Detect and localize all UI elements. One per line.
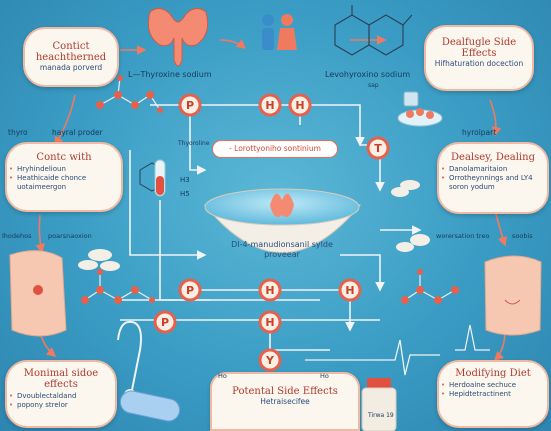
node-h-6: H (338, 278, 362, 302)
pill-bottle-icon (361, 378, 397, 431)
card-title: Potental Side Effects (232, 386, 338, 397)
molecule-left-lower (81, 269, 155, 304)
card-title: Dealsey, Dealing (451, 152, 535, 163)
card-item: Hepidtetractinent (441, 390, 547, 399)
card-title: Contc with (36, 152, 92, 163)
card-subtitle: Hifhaturation docection (434, 59, 524, 68)
card-title: Contict heachtherned (35, 41, 107, 63)
card-item: Orrotheynnings and LY4 soron yodum (441, 174, 547, 192)
card-mid-left: Contc with Hryhindelioun Heathicaide cho… (5, 142, 123, 212)
card-item: Hryhindelioun (9, 165, 121, 174)
label-chem-h3: H3 (180, 176, 190, 184)
label-chem-h5: H5 (180, 190, 190, 198)
label-left-axis2: poarsnaoxion (48, 232, 92, 240)
node-h-5: H (258, 278, 282, 302)
card-subtitle: manada porverd (39, 63, 103, 72)
ecg-peak (455, 324, 490, 351)
node-p-4: P (178, 278, 202, 302)
card-title: Modifying Diet (455, 368, 531, 379)
node-h-2: H (288, 93, 312, 117)
node-letter: H (265, 99, 274, 112)
stethoscope-icon (117, 320, 142, 401)
tablet-bowl-icon (397, 91, 443, 127)
node-letter: H (345, 284, 354, 297)
card-item: Danolamaritaion (441, 165, 547, 174)
node-h-1: H (258, 93, 282, 117)
torso-right-icon (484, 255, 542, 336)
card-top-right: Dealfugle Side Effects Hifhaturation doc… (424, 25, 534, 91)
tablets-icon (78, 180, 430, 271)
card-top-left: Contict heachtherned manada porverd (23, 27, 119, 87)
node-p-7: P (153, 310, 177, 334)
molecule-left (96, 75, 163, 113)
label-hyrolpart: hyrolpart (462, 128, 497, 137)
label-right-axis2: soobis (512, 232, 533, 240)
card-title: Dealfugle Side Effects (441, 37, 517, 59)
card-title: Monimal sidoe effects (23, 368, 99, 390)
node-letter: T (374, 142, 382, 155)
label-bottle: Tirwa 19 (368, 412, 394, 419)
node-letter: Y (265, 354, 275, 367)
node-t-3: T (366, 136, 390, 160)
capsule-icon (119, 390, 181, 422)
label-levothyroxine: Levohyroxino sodium (325, 70, 411, 79)
people-icon (262, 14, 297, 50)
water-bowl-icon (203, 188, 362, 253)
label-mid-small: Thyoroline (178, 140, 210, 147)
node-p-0: P (178, 93, 202, 117)
card-subtitle: Hetraisecifee (260, 397, 310, 406)
card-bottom-center: Potental Side Effects Hetraisecifee (210, 372, 360, 431)
card-item: popony strelor (9, 401, 115, 410)
card-item: Herdoaine sechuce (441, 381, 547, 390)
label-hayral: hayral proder (52, 128, 103, 137)
node-letter: H (265, 316, 274, 329)
node-letter: P (186, 284, 194, 297)
card-item: Heathicaide chonce uotaimeergon (9, 174, 121, 192)
card-item: Dvoublectaldand (9, 392, 115, 401)
card-bottom-right: Modifying Diet Herdoaine sechuce Hepidte… (437, 360, 549, 428)
label-chem-right: Ho (320, 372, 329, 380)
ecg-line (305, 339, 440, 376)
test-tube-icon (154, 159, 166, 197)
bowl-caption: DI-4-manudionsanil sylde proveear (231, 240, 333, 259)
compound-label: - Lorottyoniho sontinium (212, 140, 338, 158)
label-sap: sap (368, 82, 379, 89)
molecule-top-right (334, 5, 413, 56)
node-y-9: Y (258, 348, 282, 372)
thyroid-gland-icon (147, 8, 209, 67)
node-letter: H (295, 99, 304, 112)
node-letter: P (161, 316, 169, 329)
label-right-axis: worersation treo (436, 232, 490, 240)
card-bottom-left: Monimal sidoe effects Dvoublectaldand po… (5, 360, 117, 428)
molecule-right (401, 269, 459, 304)
label-thyro: thyro (8, 128, 28, 137)
node-letter: H (265, 284, 274, 297)
node-h-8: H (258, 310, 282, 334)
card-mid-right: Dealsey, Dealing Danolamaritaion Orrothe… (437, 142, 549, 214)
node-letter: P (186, 99, 194, 112)
label-chem-left: Ho (218, 372, 227, 380)
node-group: P H H T P H H P H Y (153, 93, 390, 372)
label-l-thyroxine: L—Thyroxine sodium (128, 70, 212, 79)
torso-left-icon (9, 250, 67, 337)
label-left-axis: lhodehos (2, 232, 32, 240)
